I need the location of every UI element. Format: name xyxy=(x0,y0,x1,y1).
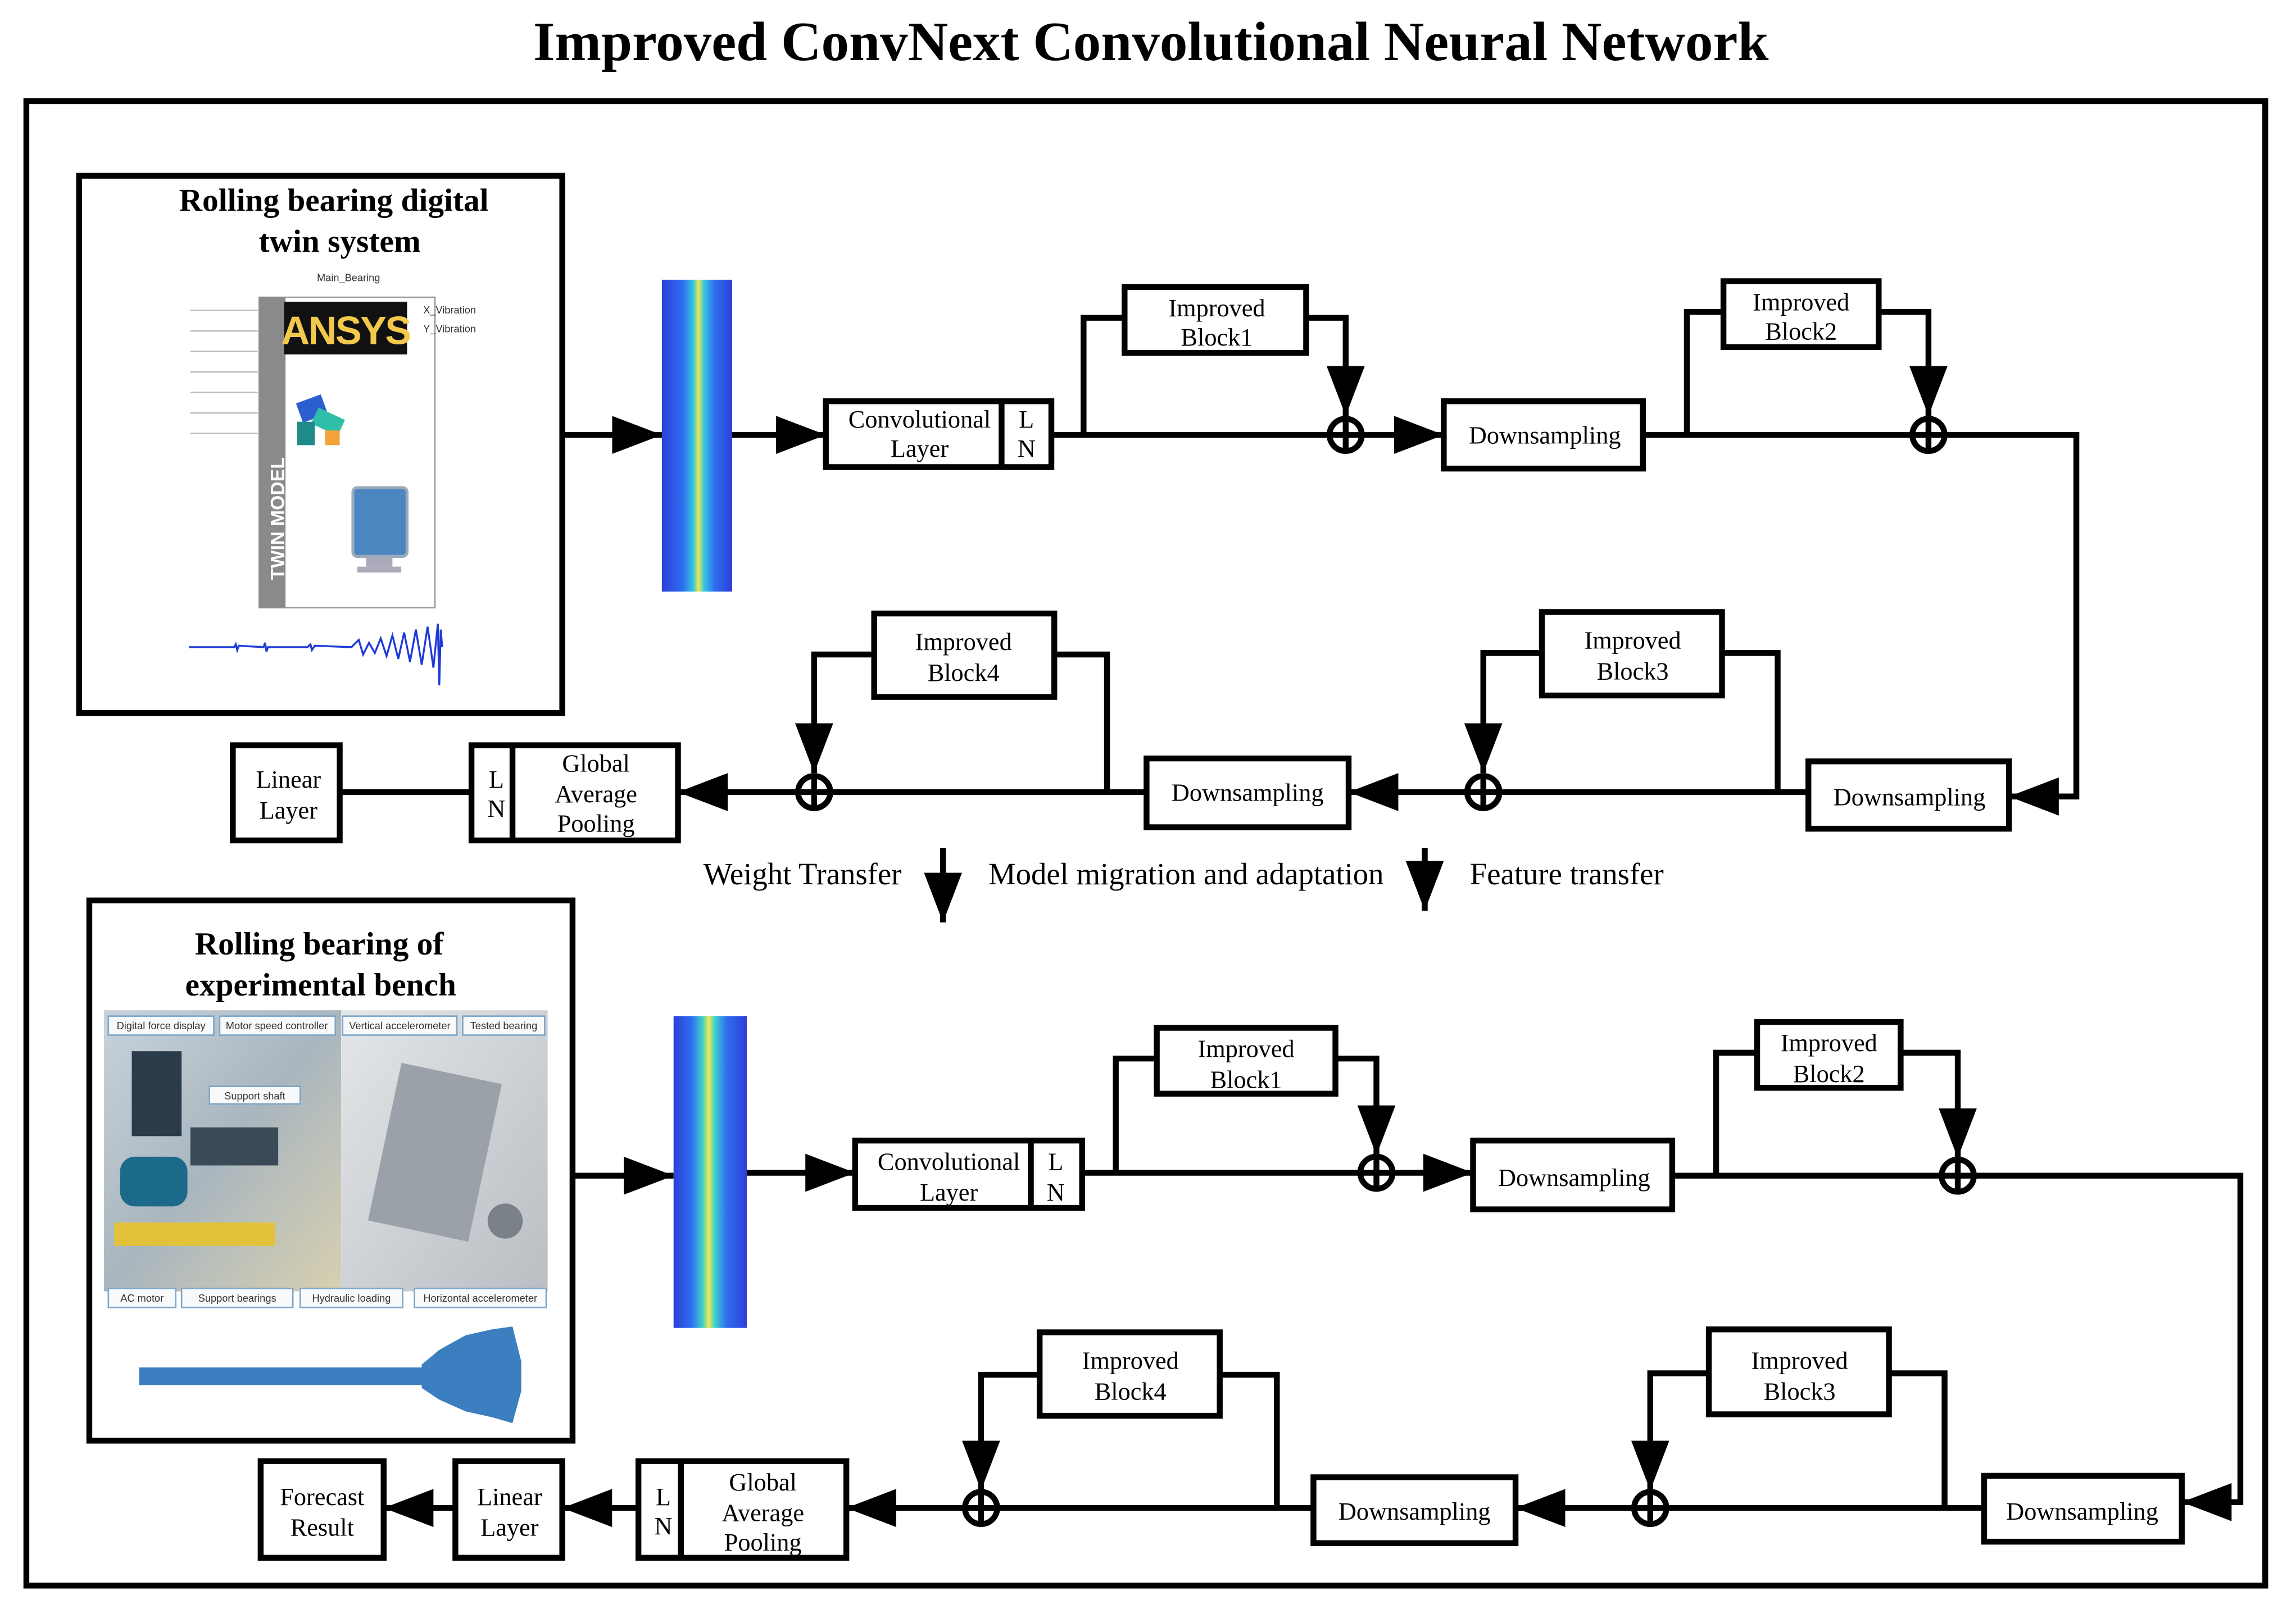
top-input-panel xyxy=(76,172,565,716)
bottom-block3-label-1: Improved xyxy=(1752,1347,1848,1375)
forecast-label-1: Forecast xyxy=(280,1483,365,1511)
bottom-block2-label-2: Block2 xyxy=(1793,1060,1865,1088)
top-panel-title-2: twin system xyxy=(258,224,420,259)
bottom-conv-layer-box xyxy=(852,1137,1085,1211)
forecast-label-2: Result xyxy=(291,1514,355,1542)
photo-label-bottom-2: Support bearings xyxy=(198,1292,276,1304)
top-down3-label: Downsampling xyxy=(1172,779,1324,807)
bottom-panel-title-1: Rolling bearing of xyxy=(195,926,444,962)
top-gap-ln-n: N xyxy=(487,795,505,822)
bottom-block2-box xyxy=(1754,1019,1904,1091)
diagram-title: Improved ConvNext Convolutional Neural N… xyxy=(533,11,1769,72)
top-down1-box xyxy=(1441,398,1646,472)
twin-model-side-label: TWIN MODEL xyxy=(267,457,289,580)
bottom-block3-box xyxy=(1705,1326,1892,1417)
forecast-box xyxy=(257,1458,387,1561)
photo-label-top-2: Motor speed controller xyxy=(226,1020,328,1031)
weight-transfer-label: Weight Transfer xyxy=(704,857,902,891)
top-gap-label-2: Average xyxy=(555,780,637,808)
top-block4-label-2: Block4 xyxy=(928,659,1000,687)
bottom-spectrogram xyxy=(673,1016,747,1328)
bottom-gap-ln-n: N xyxy=(654,1512,672,1540)
top-ln-l: L xyxy=(1019,406,1034,433)
bottom-linear-label-2: Layer xyxy=(480,1514,538,1542)
twin-model-image: Main_Bearing TWIN MODEL ANSYS X_Vibratio… xyxy=(189,272,476,685)
bottom-linear-label-1: Linear xyxy=(477,1483,542,1511)
experimental-bench-photo: Digital force display Motor speed contro… xyxy=(104,1010,548,1424)
bottom-block4-label-1: Improved xyxy=(1082,1347,1179,1375)
top-block4-label-1: Improved xyxy=(915,628,1012,656)
bottom-ln-l: L xyxy=(1048,1148,1063,1175)
top-spectrogram xyxy=(661,279,732,592)
top-block3-label-2: Block3 xyxy=(1597,657,1669,685)
bottom-gap-label-3: Pooling xyxy=(724,1529,802,1556)
top-conv-layer-box xyxy=(823,398,1055,470)
bottom-block4-label-2: Block4 xyxy=(1095,1378,1167,1405)
bottom-down1-label: Downsampling xyxy=(1498,1164,1650,1192)
photo-label-bottom-1: AC motor xyxy=(120,1292,164,1304)
top-conv-label-2: Layer xyxy=(891,435,949,462)
bottom-vibration-signal-icon xyxy=(139,1326,521,1424)
bottom-down1-box xyxy=(1470,1137,1676,1212)
twin-model-header: Main_Bearing xyxy=(317,272,380,284)
outer-frame xyxy=(23,98,2268,1589)
photo-label-bottom-4: Horizontal accelerometer xyxy=(423,1292,537,1304)
top-ln-n: N xyxy=(1018,435,1036,462)
photo-label-top-4: Tested bearing xyxy=(470,1020,538,1031)
bottom-gap-ln-l: L xyxy=(656,1483,671,1511)
bottom-down2-box xyxy=(1981,1472,2185,1545)
photo-label-shaft: Support shaft xyxy=(224,1090,285,1102)
top-linear-label-1: Linear xyxy=(256,766,321,793)
bottom-gap-box xyxy=(635,1458,850,1561)
top-pipeline xyxy=(76,172,2080,844)
bottom-block1-label-2: Block1 xyxy=(1210,1066,1282,1093)
top-block1-box xyxy=(1122,284,1309,356)
top-vibration-signal-icon xyxy=(189,624,443,685)
bottom-ln-n: N xyxy=(1047,1179,1065,1206)
top-down1-label: Downsampling xyxy=(1469,422,1621,449)
top-block1-label-1: Improved xyxy=(1168,294,1265,322)
bottom-conv-label-2: Layer xyxy=(920,1179,978,1206)
top-gap-ln-l: L xyxy=(489,766,504,793)
feature-transfer-label: Feature transfer xyxy=(1470,857,1664,891)
monitor-icon xyxy=(351,486,409,573)
top-panel-title-1: Rolling bearing digital xyxy=(179,183,489,218)
bottom-block4-box xyxy=(1036,1329,1223,1419)
mechanism-icon xyxy=(296,394,345,446)
ansys-logo xyxy=(284,301,407,354)
photo-label-top-3: Vertical accelerometer xyxy=(349,1020,450,1031)
bottom-conv-label-1: Convolutional xyxy=(878,1148,1020,1175)
top-down2-box xyxy=(1805,758,2012,832)
top-linear-label-2: Layer xyxy=(260,797,317,824)
bottom-gap-label-1: Global xyxy=(729,1469,797,1496)
top-gap-label-1: Global xyxy=(562,749,630,777)
ansys-logo-text: ANSYS xyxy=(281,308,410,353)
twin-right-label-1: X_Vibration xyxy=(423,304,476,316)
bottom-down3-label: Downsampling xyxy=(1338,1498,1491,1525)
top-block2-label-2: Block2 xyxy=(1765,318,1837,346)
top-conv-label-1: Convolutional xyxy=(848,406,991,433)
bottom-block2-label-1: Improved xyxy=(1781,1029,1877,1057)
top-block2-label-1: Improved xyxy=(1753,289,1849,316)
model-migration-label: Model migration and adaptation xyxy=(988,857,1384,891)
top-linear-box xyxy=(230,742,343,844)
bottom-panel-title-2: experimental bench xyxy=(185,967,456,1003)
photo-label-bottom-3: Hydraulic loading xyxy=(312,1292,391,1304)
photo-label-top-1: Digital force display xyxy=(117,1020,206,1031)
top-block1-label-2: Block1 xyxy=(1181,324,1253,351)
bottom-block3-label-2: Block3 xyxy=(1764,1378,1836,1405)
top-down3-box xyxy=(1144,755,1352,830)
bottom-gap-label-2: Average xyxy=(722,1499,804,1527)
top-gap-box xyxy=(468,742,681,844)
top-block3-label-1: Improved xyxy=(1584,627,1681,654)
top-down2-label: Downsampling xyxy=(1834,783,1986,811)
top-block4-box xyxy=(871,610,1058,700)
twin-right-label-2: Y_Vibration xyxy=(423,323,476,335)
bottom-down2-label: Downsampling xyxy=(2006,1498,2158,1525)
bottom-block1-label-1: Improved xyxy=(1198,1035,1295,1063)
top-gap-label-3: Pooling xyxy=(557,810,635,837)
